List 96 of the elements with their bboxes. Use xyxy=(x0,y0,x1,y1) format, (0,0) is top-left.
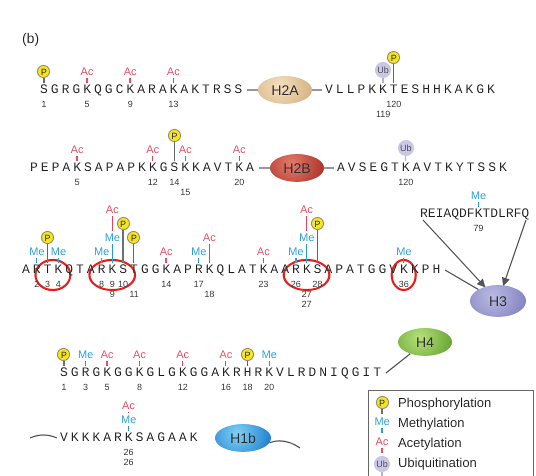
methyl-label: Me xyxy=(78,349,94,366)
residue-number: 8 xyxy=(98,279,104,289)
histone-ellipse: H2B xyxy=(270,154,324,182)
acetyl-label: Ac xyxy=(70,144,84,161)
acetyl-label: Ac xyxy=(122,400,135,413)
residue-number: 4 xyxy=(56,279,61,289)
sequence-text: PEPAKSAPAPKKGSKKAVTKA xyxy=(30,160,257,176)
legend-label: Phosphorylation xyxy=(398,395,492,410)
legend-label: Ubiquitination xyxy=(398,455,477,470)
legend-label: Methylation xyxy=(398,415,464,430)
residue-number: 27 xyxy=(302,299,312,309)
connector-line xyxy=(269,440,300,448)
residue-number: 26 xyxy=(124,457,134,467)
residue-number: 36 xyxy=(398,279,409,289)
connector-line xyxy=(312,89,322,91)
sequence-text: AVSEGTKAVTKYTSSK xyxy=(337,160,510,176)
residue-number: 16 xyxy=(220,382,231,392)
residue-number: 11 xyxy=(129,289,139,299)
acetyl-label: Ac xyxy=(219,349,232,366)
methyl-label: Me xyxy=(470,190,486,207)
acetyl-label: Ac xyxy=(100,349,114,366)
residue-number: 9 xyxy=(128,99,133,109)
acetyl-label: Ac xyxy=(300,204,313,231)
histone-ellipse: H4 xyxy=(398,328,452,356)
residue-number: 12 xyxy=(178,382,188,392)
acetyl-label: Ac xyxy=(133,349,146,366)
histone-ellipse: H1b xyxy=(215,424,271,452)
histone-ellipse: H2A xyxy=(258,76,312,104)
residue-number: 18 xyxy=(242,382,253,392)
acetyl-label: Ac xyxy=(256,246,270,263)
residue-number: 10 xyxy=(118,279,128,289)
residue-number: 5 xyxy=(84,99,90,109)
residue-number: 13 xyxy=(168,99,178,109)
histone-ellipse: H3 xyxy=(470,285,526,317)
arrow xyxy=(502,220,527,286)
connector-line xyxy=(247,89,258,91)
residue-number: 14 xyxy=(169,177,180,187)
residue-number: 3 xyxy=(83,382,88,392)
residue-number: 17 xyxy=(194,279,204,289)
connector-line xyxy=(30,434,58,439)
methyl-label: Me xyxy=(29,246,44,263)
residue-number: 26 xyxy=(124,447,134,457)
residue-number: 5 xyxy=(104,382,110,392)
residue-number: 1 xyxy=(61,382,66,392)
residue-number: 27 xyxy=(302,289,312,299)
sequence-text: VKKKARKSAGAAK xyxy=(60,430,200,446)
sequence-text: REIAQDFKTDLRFQ xyxy=(420,206,530,222)
acetyl-label: Ac xyxy=(376,436,388,453)
connector-line xyxy=(444,269,479,290)
residue-number: 20 xyxy=(234,177,244,187)
sequence-text: VLLPKKTESHHKAKGK xyxy=(325,82,498,98)
residue-number: 12 xyxy=(148,177,158,187)
residue-number: 15 xyxy=(180,187,190,197)
acetyl-label: Ac xyxy=(166,66,180,83)
residue-number: 9 xyxy=(110,289,115,299)
sequence-text: SGRGKQGCKARAKAKTRSS xyxy=(40,82,246,98)
panel-label: (b) xyxy=(22,30,40,46)
connector-line xyxy=(324,167,334,169)
residue-number: 3 xyxy=(44,279,50,289)
residue-number: 18 xyxy=(204,289,214,299)
residue-number: 120 xyxy=(386,99,402,109)
phosphate-badge: P xyxy=(127,231,140,263)
residue-number: 120 xyxy=(398,177,414,187)
methyl-label: Me xyxy=(288,246,304,263)
residue-number: 26 xyxy=(290,279,301,289)
residue-number: 79 xyxy=(473,223,484,233)
acetyl-label: Ac xyxy=(178,144,192,161)
methyl-label: Me xyxy=(121,414,136,431)
residue-number: 1 xyxy=(41,99,46,109)
acetyl-label: Ac xyxy=(176,349,190,366)
residue-number: 14 xyxy=(161,279,172,289)
connector-line xyxy=(259,167,270,169)
residue-number: 2 xyxy=(34,279,40,289)
acetyl-label: Ac xyxy=(124,66,137,83)
methyl-label: Me xyxy=(262,349,277,366)
methyl-label: Me xyxy=(396,246,412,263)
residue-number: 23 xyxy=(258,279,268,289)
residue-number: 20 xyxy=(264,382,274,392)
acetyl-label: Ac xyxy=(146,144,160,161)
acetyl-label: Ac xyxy=(106,204,119,231)
residue-number: 9 xyxy=(110,279,115,289)
methyl-label: Me xyxy=(191,246,206,263)
residue-number: 28 xyxy=(312,279,322,289)
sequence-text: SGRGKGGKGLGKGGAKRHRKVLRDNIQGIT xyxy=(60,365,384,381)
residue-number: 8 xyxy=(137,382,142,392)
methyl-label: Me xyxy=(94,246,110,263)
residue-number: 119 xyxy=(376,109,390,119)
methyl-label: Me xyxy=(374,416,390,433)
acetyl-label: Ac xyxy=(80,66,94,83)
connector-line xyxy=(386,353,411,374)
methyl-label: Me xyxy=(50,246,66,263)
acetyl-label: Ac xyxy=(160,246,173,263)
legend-label: Acetylation xyxy=(398,435,462,450)
arrow xyxy=(422,220,486,288)
acetyl-label: Ac xyxy=(232,144,246,161)
residue-number: 5 xyxy=(74,177,80,187)
